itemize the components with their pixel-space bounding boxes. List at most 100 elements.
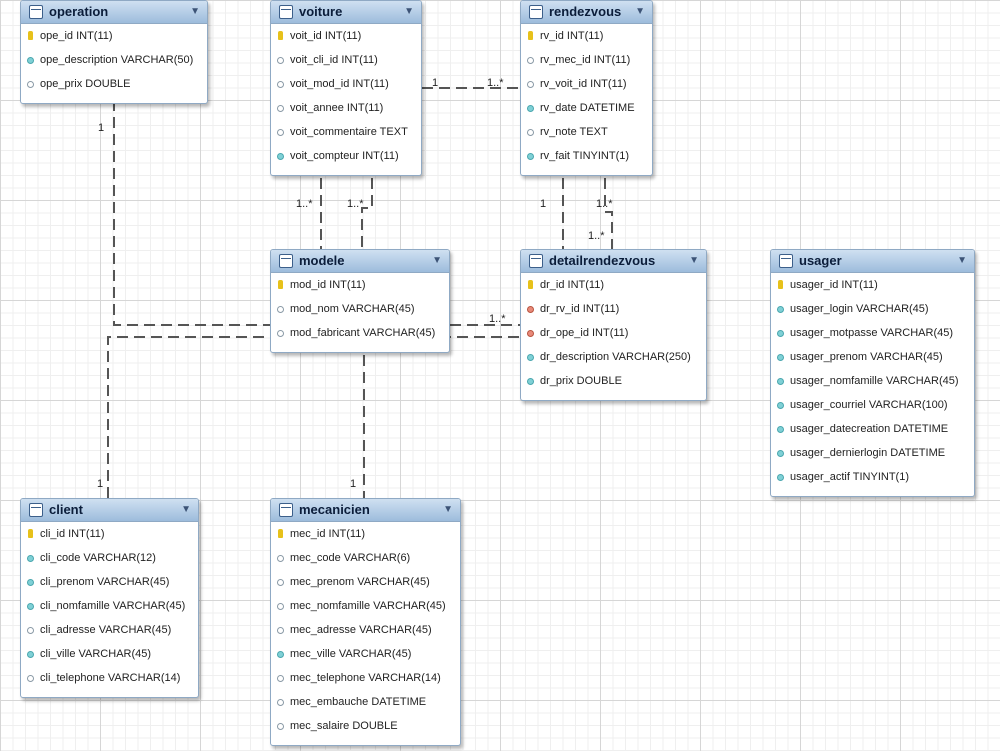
column-row[interactable]: voit_mod_id INT(11) bbox=[271, 72, 421, 96]
column-row[interactable]: usager_id INT(11) bbox=[771, 273, 974, 297]
column-row[interactable]: usager_datecreation DATETIME bbox=[771, 417, 974, 441]
column-row[interactable]: cli_adresse VARCHAR(45) bbox=[21, 618, 198, 642]
column-row[interactable]: usager_login VARCHAR(45) bbox=[771, 297, 974, 321]
chevron-down-icon[interactable]: ▼ bbox=[404, 6, 414, 17]
column-row[interactable]: usager_prenom VARCHAR(45) bbox=[771, 345, 974, 369]
column-label: usager_id INT(11) bbox=[790, 279, 878, 291]
table-modele[interactable]: modele ▼ mod_id INT(11)mod_nom VARCHAR(45)… bbox=[270, 249, 450, 353]
column-label: ope_prix DOUBLE bbox=[40, 78, 131, 90]
column-row[interactable]: mec_prenom VARCHAR(45) bbox=[271, 570, 460, 594]
chevron-down-icon[interactable]: ▼ bbox=[190, 6, 200, 17]
column-row[interactable]: voit_cli_id INT(11) bbox=[271, 48, 421, 72]
column-row[interactable]: mod_nom VARCHAR(45) bbox=[271, 297, 449, 321]
hollow-diamond-icon bbox=[277, 675, 284, 682]
chevron-down-icon[interactable]: ▼ bbox=[181, 504, 191, 515]
table-header[interactable]: mecanicien▼ bbox=[271, 499, 460, 522]
column-row[interactable]: dr_id INT(11) bbox=[521, 273, 706, 297]
chevron-down-icon[interactable]: ▼ bbox=[957, 255, 967, 266]
column-row[interactable]: mec_salaire DOUBLE bbox=[271, 714, 460, 738]
cardinality-label: 1 bbox=[98, 122, 105, 134]
column-row[interactable]: dr_description VARCHAR(250) bbox=[521, 345, 706, 369]
column-label: rv_voit_id INT(11) bbox=[540, 78, 627, 90]
column-row[interactable]: mec_ville VARCHAR(45) bbox=[271, 642, 460, 666]
table-mecanicien[interactable]: mecanicien▼mec_id INT(11) mec_code VARCHA… bbox=[270, 498, 461, 746]
column-row[interactable]: mec_code VARCHAR(6) bbox=[271, 546, 460, 570]
table-header[interactable]: rendezvous ▼ bbox=[521, 1, 652, 24]
column-row[interactable]: mod_fabricant VARCHAR(45) bbox=[271, 321, 449, 345]
column-row[interactable]: dr_rv_id INT(11) bbox=[521, 297, 706, 321]
table-operation[interactable]: operation▼ope_id INT(11) ope_description … bbox=[20, 0, 208, 104]
column-label: voit_mod_id INT(11) bbox=[290, 78, 389, 90]
table-client[interactable]: client ▼ cli_id INT(11)cli_code VARCHAR(12… bbox=[20, 498, 199, 698]
column-row[interactable]: dr_ope_id INT(11) bbox=[521, 321, 706, 345]
chevron-down-icon[interactable]: ▼ bbox=[635, 6, 645, 17]
table-rendezvous[interactable]: rendezvous ▼ rv_id INT(11)rv_mec_id INT(11… bbox=[520, 0, 653, 176]
relationship-line[interactable] bbox=[604, 178, 613, 249]
column-row[interactable]: mec_id INT(11) bbox=[271, 522, 460, 546]
table-name: client bbox=[49, 502, 83, 517]
hollow-diamond-icon bbox=[277, 57, 284, 64]
diamond-icon bbox=[527, 153, 534, 160]
column-row[interactable]: voit_commentaire TEXT bbox=[271, 120, 421, 144]
column-row[interactable]: mec_embauche DATETIME bbox=[271, 690, 460, 714]
column-row[interactable]: cli_id INT(11) bbox=[21, 522, 198, 546]
table-usager[interactable]: usager▼ usager_id INT(11) usager_login VAR… bbox=[770, 249, 975, 497]
relationship-line[interactable] bbox=[107, 336, 520, 498]
table-header[interactable]: detailrendezvous▼ bbox=[521, 250, 706, 273]
column-row[interactable]: voit_compteur INT(11) bbox=[271, 144, 421, 168]
table-header[interactable]: operation▼ bbox=[21, 1, 207, 24]
hollow-diamond-icon bbox=[277, 81, 284, 88]
column-row[interactable]: mec_adresse VARCHAR(45) bbox=[271, 618, 460, 642]
table-name: voiture bbox=[299, 4, 343, 19]
column-row[interactable]: cli_nomfamille VARCHAR(45) bbox=[21, 594, 198, 618]
column-row[interactable]: usager_dernierlogin DATETIME bbox=[771, 441, 974, 465]
column-row[interactable]: mod_id INT(11) bbox=[271, 273, 449, 297]
table-name: rendezvous bbox=[549, 4, 622, 19]
hollow-diamond-icon bbox=[277, 555, 284, 562]
column-row[interactable]: ope_id INT(11) bbox=[21, 24, 207, 48]
chevron-down-icon[interactable]: ▼ bbox=[432, 255, 442, 266]
column-row[interactable]: cli_code VARCHAR(12) bbox=[21, 546, 198, 570]
table-header[interactable]: modele ▼ bbox=[271, 250, 449, 273]
cardinality-label: 1..* bbox=[588, 230, 605, 242]
table-header[interactable]: client ▼ bbox=[21, 499, 198, 522]
column-label: mec_adresse VARCHAR(45) bbox=[290, 624, 432, 636]
column-row[interactable]: usager_motpasse VARCHAR(45) bbox=[771, 321, 974, 345]
column-row[interactable]: usager_actif TINYINT(1) bbox=[771, 465, 974, 489]
column-label: mec_telephone VARCHAR(14) bbox=[290, 672, 441, 684]
column-row[interactable]: ope_description VARCHAR(50) bbox=[21, 48, 207, 72]
table-header[interactable]: usager▼ bbox=[771, 250, 974, 273]
chevron-down-icon[interactable]: ▼ bbox=[689, 255, 699, 266]
column-label: voit_cli_id INT(11) bbox=[290, 54, 378, 66]
column-row[interactable]: rv_voit_id INT(11) bbox=[521, 72, 652, 96]
table-detailrendezvous[interactable]: detailrendezvous▼dr_id INT(11)dr_rv_id I… bbox=[520, 249, 707, 401]
column-label: ope_description VARCHAR(50) bbox=[40, 54, 194, 66]
column-row[interactable]: voit_id INT(11) bbox=[271, 24, 421, 48]
cardinality-label: 1..* bbox=[596, 198, 613, 210]
column-row[interactable]: rv_date DATETIME bbox=[521, 96, 652, 120]
hollow-diamond-icon bbox=[277, 306, 284, 313]
column-row[interactable]: rv_mec_id INT(11) bbox=[521, 48, 652, 72]
column-row[interactable]: cli_ville VARCHAR(45) bbox=[21, 642, 198, 666]
diamond-icon bbox=[527, 105, 534, 112]
column-row[interactable]: cli_prenom VARCHAR(45) bbox=[21, 570, 198, 594]
column-row[interactable]: voit_annee INT(11) bbox=[271, 96, 421, 120]
column-row[interactable]: usager_courriel VARCHAR(100) bbox=[771, 393, 974, 417]
chevron-down-icon[interactable]: ▼ bbox=[443, 504, 453, 515]
table-voiture[interactable]: voiture ▼ voit_id INT(11) voit_cli_id INT(1… bbox=[270, 0, 422, 176]
relationship-line[interactable] bbox=[361, 178, 373, 249]
column-row[interactable]: mec_nomfamille VARCHAR(45) bbox=[271, 594, 460, 618]
column-row[interactable]: cli_telephone VARCHAR(14) bbox=[21, 666, 198, 690]
column-row[interactable]: dr_prix DOUBLE bbox=[521, 369, 706, 393]
column-row[interactable]: mec_telephone VARCHAR(14) bbox=[271, 666, 460, 690]
column-row[interactable]: rv_id INT(11) bbox=[521, 24, 652, 48]
column-row[interactable]: rv_note TEXT bbox=[521, 120, 652, 144]
column-row[interactable]: ope_prix DOUBLE bbox=[21, 72, 207, 96]
table-icon bbox=[279, 503, 293, 517]
table-header[interactable]: voiture ▼ bbox=[271, 1, 421, 24]
column-row[interactable]: usager_nomfamille VARCHAR(45) bbox=[771, 369, 974, 393]
column-label: mec_code VARCHAR(6) bbox=[290, 552, 411, 564]
table-icon bbox=[529, 5, 543, 19]
table-name: modele bbox=[299, 253, 345, 268]
column-row[interactable]: rv_fait TINYINT(1) bbox=[521, 144, 652, 168]
